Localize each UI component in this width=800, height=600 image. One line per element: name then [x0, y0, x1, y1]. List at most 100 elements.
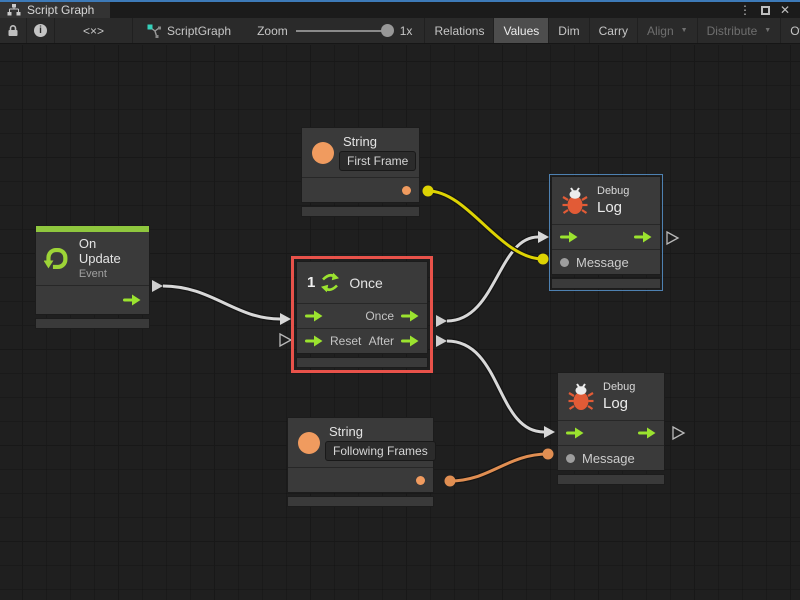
align-dropdown[interactable]: Align ▼ [638, 18, 698, 43]
node-title: String [329, 424, 363, 439]
wire-onupdate-to-once[interactable] [152, 280, 291, 325]
maximize-icon[interactable] [760, 5, 770, 15]
debugbottom-exit-port-triangle[interactable] [672, 425, 686, 441]
message-input-port[interactable] [566, 453, 575, 463]
node-string-first-frame[interactable]: String First Frame [301, 127, 420, 217]
wire-string2-to-message[interactable] [444, 448, 554, 487]
message-label: Message [576, 254, 629, 270]
node-subtitle: Event [78, 268, 107, 280]
once-output-label: Once [365, 309, 394, 323]
node-footer [35, 318, 150, 329]
distribute-label: Distribute [706, 23, 758, 38]
debug-bug-icon [568, 382, 594, 410]
zoom-value: 1x [399, 23, 413, 38]
node-title: String [343, 134, 377, 149]
lock-button[interactable] [0, 18, 27, 43]
graph-toolbar: i <×> ScriptGraph Zoom 1x Relations Valu… [0, 18, 800, 44]
lock-icon [8, 25, 18, 36]
string-value-field[interactable]: Following Frames [325, 441, 436, 461]
control-arrow-icon [123, 294, 141, 306]
zoom-slider-handle[interactable] [380, 23, 394, 37]
reset-input-label: Reset [330, 334, 362, 348]
once-reset-port-triangle[interactable] [279, 332, 293, 348]
info-icon: i [34, 24, 47, 37]
string-output-port[interactable] [402, 185, 411, 195]
once-number: 1 [307, 274, 316, 291]
wire-string1-to-message[interactable] [422, 185, 549, 265]
reset-input-port[interactable] [305, 335, 323, 347]
control-arrow-icon [305, 310, 323, 322]
node-on-update[interactable]: On Update Event [35, 225, 150, 329]
node-debug-log-top[interactable]: Debug Log [549, 174, 663, 291]
relations-button[interactable]: Relations [425, 18, 495, 43]
once-output-port[interactable] [401, 310, 419, 322]
exit-output-port[interactable] [638, 427, 656, 439]
message-input-port[interactable] [560, 257, 569, 267]
inspect-button[interactable]: i [27, 18, 55, 43]
chevron-down-icon: ▼ [764, 27, 772, 34]
after-output-port[interactable] [401, 335, 419, 347]
debugtop-exit-port-triangle[interactable] [666, 230, 680, 246]
node-title: Once [349, 274, 383, 291]
after-output-label: After [368, 334, 394, 348]
node-footer [296, 357, 428, 368]
node-title: Log [597, 199, 623, 216]
control-output-port[interactable] [123, 294, 141, 306]
zoom-control: Zoom 1x [245, 18, 426, 43]
carry-label: Carry [598, 23, 628, 38]
script-graph-icon [147, 24, 162, 38]
node-footer [551, 278, 661, 289]
on-update-loop-icon [44, 247, 68, 269]
wire-once-to-debugbottom[interactable] [436, 335, 555, 438]
node-footer [287, 496, 434, 507]
carry-button[interactable]: Carry [590, 18, 638, 43]
string-output-port[interactable] [416, 475, 425, 485]
window-controls: ⋮ ✕ [739, 0, 800, 18]
title-bar: Script Graph ⋮ ✕ [0, 0, 800, 18]
graph-breadcrumb[interactable]: ScriptGraph [133, 18, 245, 43]
control-arrow-icon [401, 310, 419, 322]
enter-input-port[interactable] [566, 427, 584, 439]
dim-button[interactable]: Dim [549, 18, 590, 43]
debug-bug-icon [562, 186, 588, 214]
node-debug-log-bottom[interactable]: Debug Log [557, 372, 665, 485]
focus-accent-line [0, 0, 800, 2]
node-footer [557, 474, 665, 485]
code-icon: <×> [83, 23, 105, 38]
enter-input-port[interactable] [560, 231, 578, 243]
align-label: Align [646, 23, 674, 38]
once-cycle-icon [321, 272, 340, 293]
values-button[interactable]: Values [494, 18, 550, 43]
chevron-down-icon: ▼ [680, 27, 688, 34]
zoom-slider[interactable] [295, 23, 394, 37]
control-arrow-icon [638, 427, 656, 439]
node-title: On Update [78, 236, 121, 266]
string-type-icon [298, 431, 320, 454]
overview-button[interactable]: Overview [781, 18, 800, 43]
string-value-field[interactable]: First Frame [339, 151, 417, 171]
dim-label: Dim [558, 23, 580, 38]
tab-script-graph[interactable]: Script Graph [0, 2, 111, 18]
graph-canvas[interactable]: String First Frame On Update Event [0, 45, 800, 600]
tab-title: Script Graph [27, 3, 95, 17]
message-label: Message [582, 450, 635, 466]
control-arrow-icon [305, 335, 323, 347]
node-string-following-frames[interactable]: String Following Frames [287, 417, 436, 507]
enter-input-port[interactable] [305, 310, 323, 322]
distribute-dropdown[interactable]: Distribute ▼ [698, 18, 782, 43]
control-arrow-icon [566, 427, 584, 439]
wire-once-to-debugtop[interactable] [436, 231, 549, 327]
control-arrow-icon [401, 335, 419, 347]
graph-name-label: ScriptGraph [167, 23, 232, 38]
node-category: Debug [597, 185, 630, 197]
node-category: Debug [603, 381, 636, 393]
event-accent-strip [36, 226, 149, 232]
close-icon[interactable]: ✕ [779, 3, 790, 17]
control-arrow-icon [560, 231, 578, 243]
exit-output-port[interactable] [634, 231, 652, 243]
node-footer [301, 206, 420, 217]
node-once[interactable]: 1 Once Once [291, 256, 433, 373]
string-type-icon [312, 141, 334, 164]
code-preview-button[interactable]: <×> [55, 18, 134, 43]
window-menu-icon[interactable]: ⋮ [738, 3, 751, 17]
